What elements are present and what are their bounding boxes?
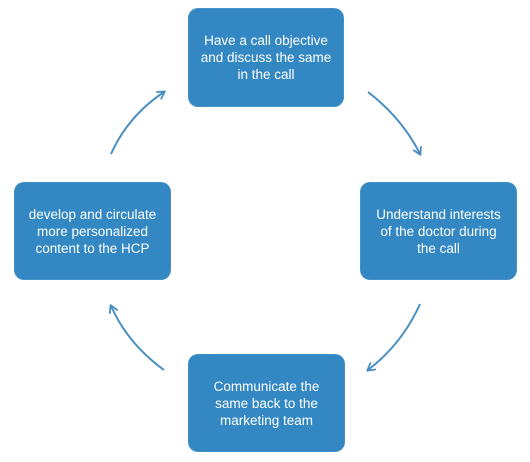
node-communicate-back: Communicate the same back to the marketi… [188, 354, 345, 452]
arrow-bottom-to-left [108, 304, 165, 371]
node-personalized-content-label: develop and circulate more personalized … [28, 206, 157, 256]
node-personalized-content: develop and circulate more personalized … [14, 182, 171, 280]
arrow-top-to-right [367, 91, 422, 156]
node-call-objective: Have a call objective and discuss the sa… [188, 8, 344, 107]
node-understand-interests: Understand interests of the doctor durin… [360, 182, 517, 280]
node-communicate-back-label: Communicate the same back to the marketi… [213, 378, 320, 428]
arrow-left-to-top [110, 90, 166, 155]
node-call-objective-label: Have a call objective and discuss the sa… [200, 33, 332, 82]
arrow-right-to-bottom [366, 303, 421, 372]
node-understand-interests-label: Understand interests of the doctor durin… [376, 206, 501, 256]
